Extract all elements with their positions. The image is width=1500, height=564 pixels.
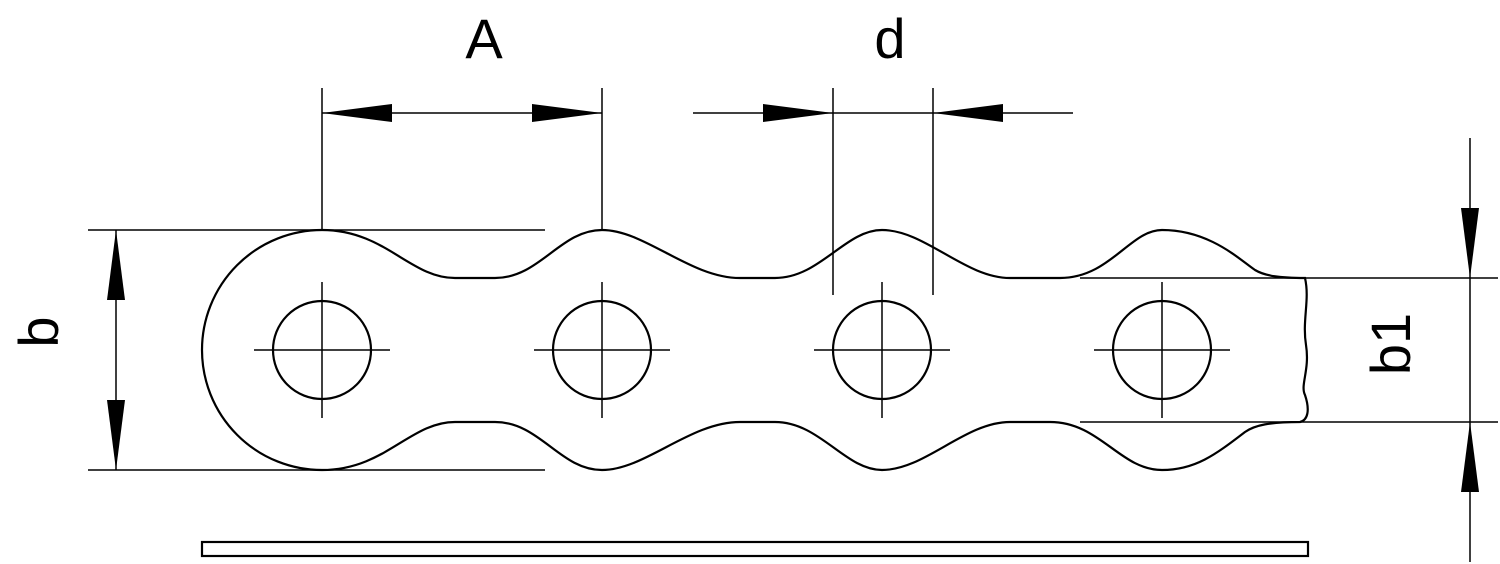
hole-diameter-label: d bbox=[874, 7, 905, 70]
dimension-hole-diameter bbox=[693, 88, 1073, 295]
outer-width-label: b bbox=[7, 316, 70, 347]
strip-outline bbox=[200, 228, 1309, 472]
narrow-width-label: b1 bbox=[1359, 313, 1422, 375]
center-marks bbox=[254, 282, 1230, 418]
dimension-pitch bbox=[321, 88, 603, 230]
dimension-narrow-width bbox=[1080, 138, 1498, 562]
dimension-outer-width bbox=[88, 229, 545, 471]
strip-side-view bbox=[200, 540, 1310, 558]
pitch-label: A bbox=[465, 7, 503, 70]
